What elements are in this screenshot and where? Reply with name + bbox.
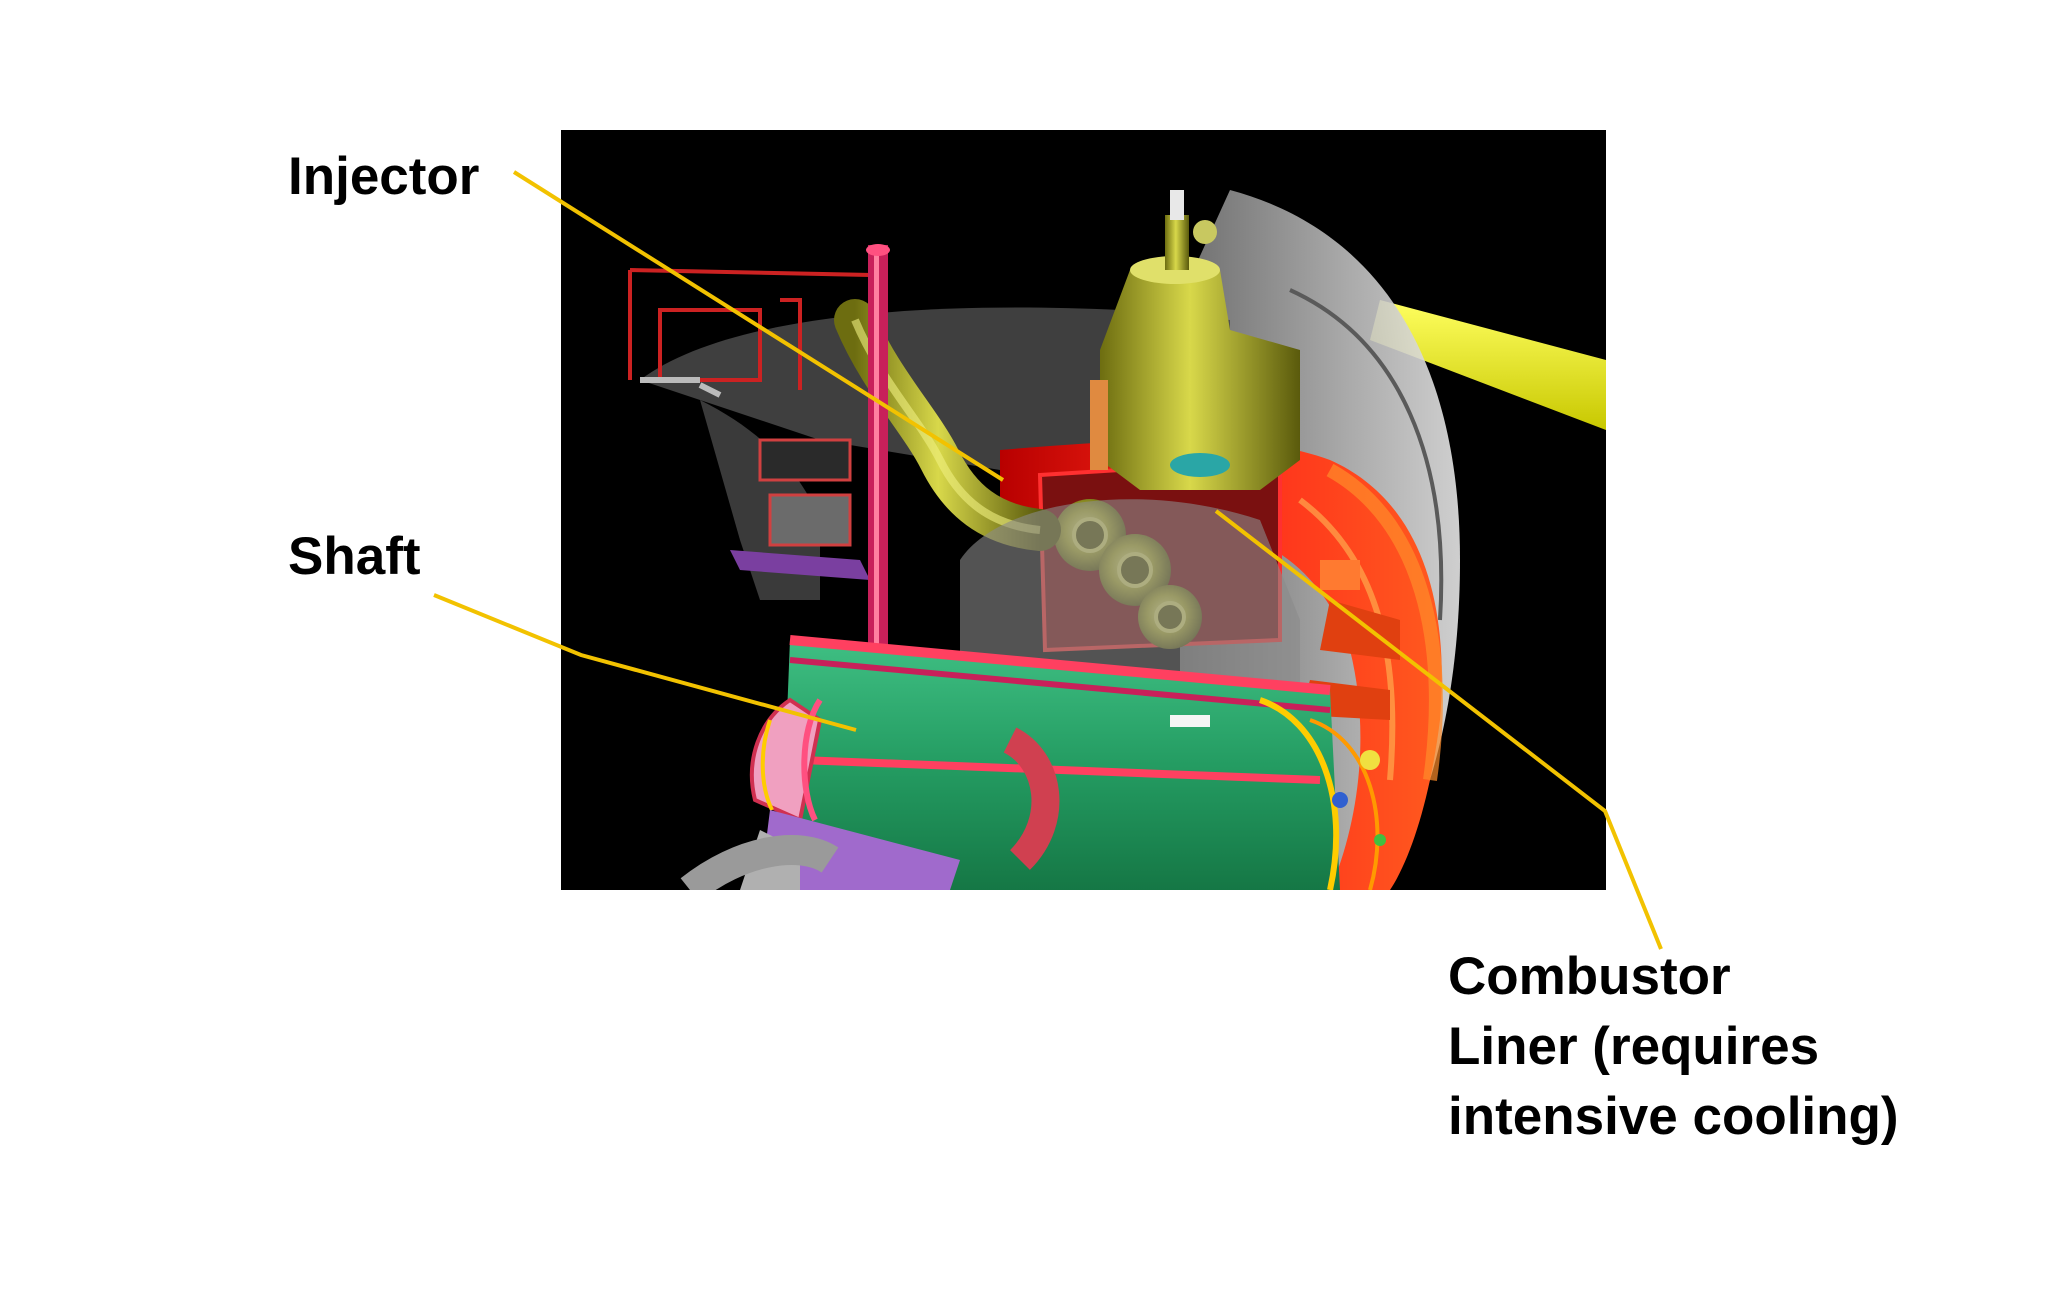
left-structure [700,400,820,600]
callout-liner-line-2: Liner (requires [1448,1017,1820,1076]
callout-injector-text: Injector [288,147,480,206]
leader-line-liner [1214,509,1663,950]
leader-line-injector [512,170,1005,482]
callout-liner-line-1: Combustor [1448,947,1731,1006]
upper-frame [640,307,1230,470]
yellow-rod [1370,300,1606,430]
casing-edge [1289,288,1444,621]
callout-injector: Injector [288,142,479,212]
left-bracket [768,493,852,547]
callout-shaft: Shaft [288,522,421,592]
shaft-housing [780,640,1340,890]
callout-shaft-text: Shaft [288,527,421,586]
injector-body [1100,270,1300,490]
callout-liner-line-3: intensive cooling) [1448,1087,1899,1146]
combustor-liner [1000,440,1442,890]
leader-line-shaft [433,593,857,732]
callout-combustor-liner: Combustor Liner (requires intensive cool… [1448,942,1899,1152]
